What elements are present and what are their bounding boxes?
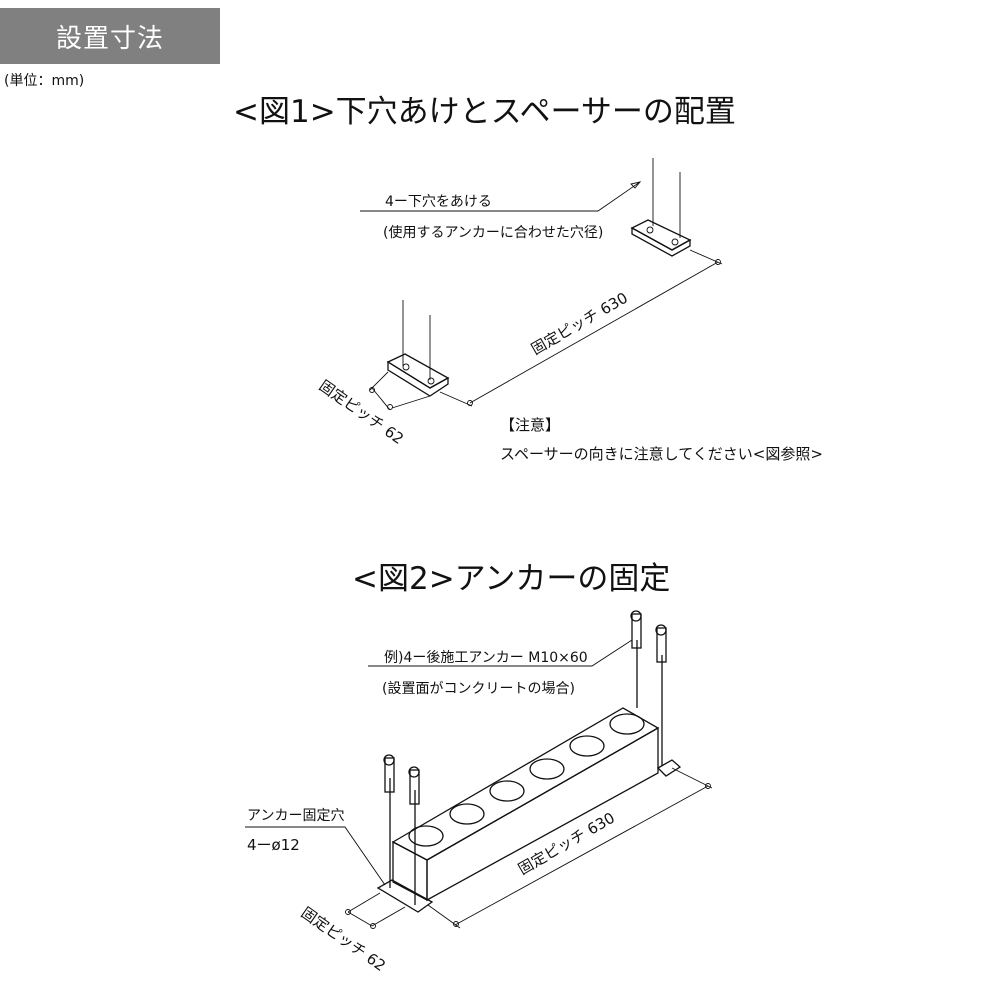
caution-title: 【注意】 xyxy=(500,416,560,434)
figure1-drawing: 4ー下穴をあける (使用するアンカーに合わせた穴径) 固定ピッチ 630 固定ピ… xyxy=(316,158,823,463)
anchor-spec-sub: (設置面がコンクリートの場合) xyxy=(382,681,575,697)
anchor-bolts xyxy=(383,610,667,905)
anchor-spec: 例)4ー後施工アンカー M10×60 xyxy=(384,650,588,666)
anchor-hole-spec: 4ーø12 xyxy=(247,836,300,854)
anchor-hole-label: アンカー固定穴 xyxy=(247,808,344,824)
fig1-pitch-62: 固定ピッチ 62 xyxy=(316,377,407,448)
fig1-hole-note-sub: (使用するアンカーに合わせた穴径) xyxy=(383,224,603,241)
caution-text: スペーサーの向きに注意してください<図参照> xyxy=(500,445,823,463)
unit-label: (単位：mm) xyxy=(4,73,85,89)
figure2-title: <図2>アンカーの固定 xyxy=(352,561,671,597)
pot-holes xyxy=(408,713,645,847)
fig2-pitch-62: 固定ピッチ 62 xyxy=(298,904,389,975)
fig1-pitch-630: 固定ピッチ 630 xyxy=(528,289,631,359)
planter-box-top xyxy=(391,707,660,861)
figure1-title: <図1>下穴あけとスペーサーの配置 xyxy=(233,94,736,130)
fig1-hole-note: 4ー下穴をあける xyxy=(385,194,492,210)
figure2-drawing: 例)4ー後施工アンカー M10×60 (設置面がコンクリートの場合) アンカー固… xyxy=(245,610,713,975)
section-header: 設置寸法 xyxy=(0,8,220,64)
